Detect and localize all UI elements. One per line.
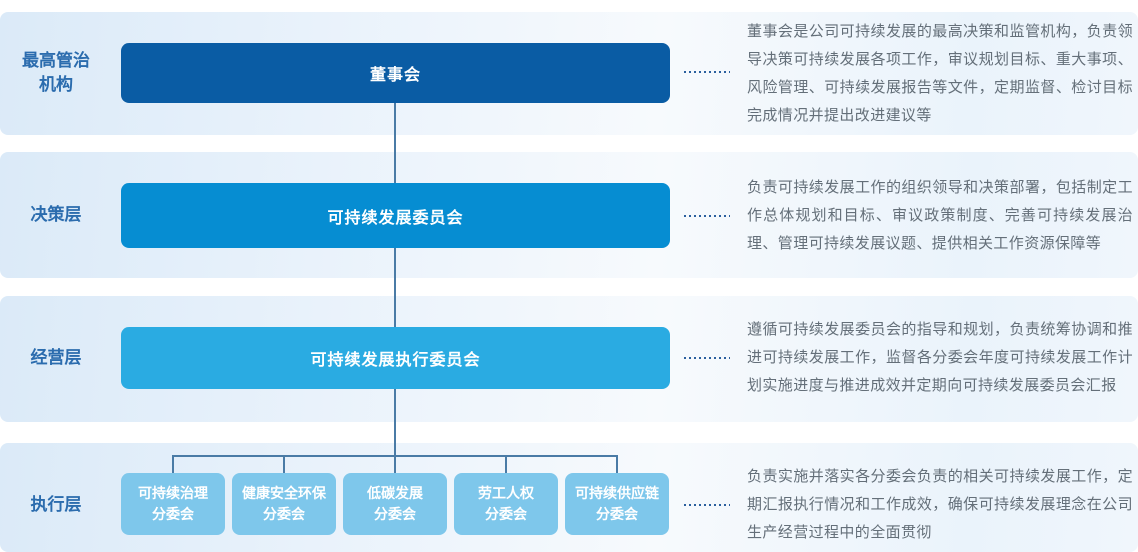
tier-description-decision: 负责可持续发展工作的组织领导和决策部署，包括制定工作总体规划和目标、审议政策制度… bbox=[747, 179, 1133, 252]
dotted-leader-3 bbox=[684, 357, 730, 359]
connector-bus bbox=[172, 455, 618, 457]
connector-line-exec-sub bbox=[394, 389, 396, 473]
tier-label-operation: 经营层 bbox=[30, 348, 82, 367]
tier-description-operation: 遵循可持续发展委员会的指导和规划，负责统筹协调和推进可持续发展工作，监督各分委会… bbox=[747, 321, 1133, 394]
node-sub-committee-supply-chain: 可持续供应链 分委会 bbox=[565, 473, 669, 535]
connector-stub-2 bbox=[283, 455, 285, 473]
node-sub-committee-low-carbon: 低碳发展 分委会 bbox=[343, 473, 447, 535]
tier-label-decision: 决策层 bbox=[30, 205, 82, 224]
node-sub-committee-governance: 可持续治理 分委会 bbox=[121, 473, 225, 535]
dotted-leader-1 bbox=[684, 71, 730, 73]
tier-description-execution: 负责实施并落实各分委会负责的相关可持续发展工作，定期汇报执行情况和工作成效，确保… bbox=[747, 468, 1133, 541]
node-sub-committee-hse: 健康安全环保 分委会 bbox=[232, 473, 336, 535]
node-exec-committee: 可持续发展执行委员会 bbox=[121, 327, 670, 389]
node-sub-committee-labor-rights: 劳工人权 分委会 bbox=[454, 473, 558, 535]
connector-line-committee-exec bbox=[394, 248, 396, 327]
tier-description-governance: 董事会是公司可持续发展的最高决策和监管机构，负责领导决策可持续发展各项工作，审议… bbox=[747, 23, 1133, 124]
tier-label-governance: 最高管治 机构 bbox=[22, 51, 90, 94]
connector-line-board-committee bbox=[394, 103, 396, 183]
dotted-leader-2 bbox=[684, 215, 730, 217]
node-committee: 可持续发展委员会 bbox=[121, 183, 670, 248]
node-board: 董事会 bbox=[121, 43, 670, 103]
tier-label-execution: 执行层 bbox=[30, 495, 82, 514]
connector-stub-1 bbox=[172, 455, 174, 473]
connector-stub-4 bbox=[505, 455, 507, 473]
connector-stub-5 bbox=[616, 455, 618, 473]
dotted-leader-4 bbox=[684, 504, 730, 506]
